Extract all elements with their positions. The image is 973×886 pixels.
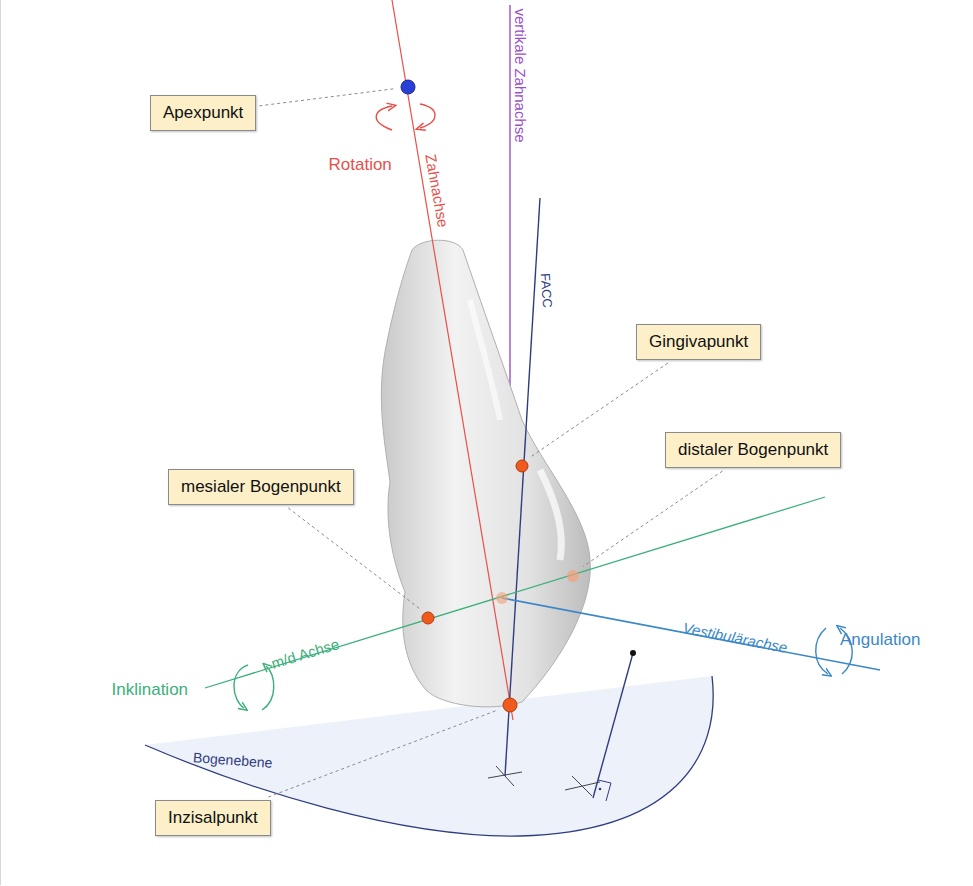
- label-box: distaler Bogenpunkt: [665, 432, 841, 468]
- axis-label: vertikale Zahnachse: [512, 8, 529, 142]
- arch-plane: [145, 676, 713, 836]
- tooth-highlight: [540, 470, 561, 560]
- right-angle-dot: [599, 788, 602, 791]
- tooth: [381, 240, 590, 707]
- right-angle-mark: [598, 780, 611, 801]
- axis-label: Vestibulärachse: [681, 619, 788, 656]
- axis-label: FACC: [537, 272, 554, 308]
- axis-label: Inklination: [112, 680, 189, 700]
- axis-label: Rotation: [329, 155, 392, 175]
- mesial-point: [422, 612, 434, 624]
- distal-point: [567, 570, 579, 582]
- point-name: Apexpunkt: [163, 103, 243, 122]
- normal-dot: [630, 650, 636, 656]
- inclination-arrow: [262, 666, 274, 710]
- rotation-arrow: [376, 106, 392, 130]
- axis-label: Zahnachse: [422, 152, 452, 228]
- leader-line: [268, 710, 497, 797]
- tooth-highlight: [470, 300, 500, 420]
- incisal-point: [503, 698, 517, 712]
- point-name: Inzisalpunkt: [168, 808, 258, 827]
- axis-label: Angulation: [840, 630, 920, 650]
- vestibular-axis: [502, 598, 880, 670]
- leader-line: [288, 508, 419, 608]
- facc-line: [505, 198, 540, 776]
- axis-label: m/d Achse: [269, 635, 341, 672]
- point-name: Gingivapunkt: [649, 332, 748, 351]
- md-axis: [205, 497, 825, 688]
- label-box: mesialer Bogenpunkt: [168, 469, 354, 505]
- point-name: distaler Bogenpunkt: [678, 440, 828, 459]
- leader-line: [531, 363, 668, 457]
- label-box: Apexpunkt: [150, 95, 256, 131]
- apex-point: [401, 80, 415, 94]
- angulation-arrow: [816, 628, 828, 674]
- arch-plane-outline: [145, 676, 713, 836]
- gingiva-point: [516, 460, 528, 472]
- leader-line: [583, 471, 723, 567]
- leader-line: [259, 89, 394, 106]
- point-name: mesialer Bogenpunkt: [181, 477, 341, 496]
- label-box: Inzisalpunkt: [155, 800, 271, 836]
- center-point: [496, 592, 508, 604]
- rotation-arrow: [420, 104, 435, 128]
- inclination-arrow: [234, 665, 248, 708]
- label-box: Gingivapunkt: [636, 324, 761, 360]
- normal-line: [593, 653, 633, 798]
